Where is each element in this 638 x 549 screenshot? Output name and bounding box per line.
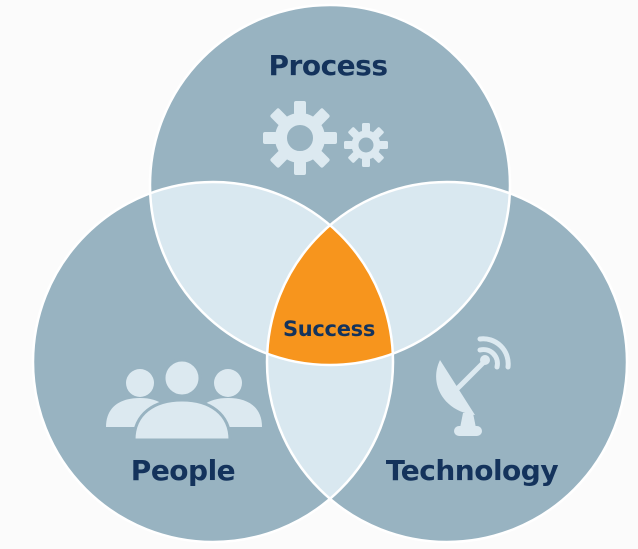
technology-label: Technology	[386, 454, 558, 487]
satellite-dish-icon	[436, 336, 511, 436]
gears-icon	[263, 101, 388, 175]
circle-outlines	[31, 3, 629, 544]
people-group-icon	[106, 358, 262, 442]
success-region	[267, 182, 393, 365]
process-label: Process	[269, 49, 388, 82]
success-label: Success	[283, 317, 375, 341]
people-label: People	[131, 454, 235, 487]
